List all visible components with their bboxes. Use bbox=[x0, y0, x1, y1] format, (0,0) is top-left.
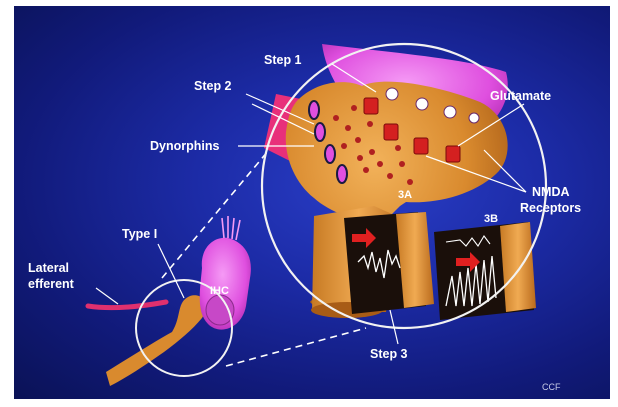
label-step2: Step 2 bbox=[194, 79, 232, 93]
zoom-line-lower bbox=[226, 328, 366, 366]
label-step3: Step 3 bbox=[370, 347, 408, 361]
label-step1: Step 1 bbox=[264, 53, 302, 67]
credit-mark: CCF bbox=[542, 382, 561, 392]
overview-inset bbox=[88, 216, 251, 386]
label-3a: 3A bbox=[398, 189, 412, 201]
label-ihc: IHC bbox=[210, 285, 229, 297]
cable-3a bbox=[344, 212, 434, 314]
synapse-diagram: Step 1 Step 2 Dynorphins Glutamate NMDA … bbox=[14, 6, 610, 399]
lateral-efferent-fiber bbox=[88, 302, 166, 308]
label-receptors: Receptors bbox=[520, 201, 581, 215]
label-3b: 3B bbox=[484, 213, 498, 225]
label-nmda: NMDA bbox=[532, 185, 570, 199]
label-dynorphins: Dynorphins bbox=[150, 139, 219, 153]
ihc-nucleus bbox=[206, 295, 234, 325]
label-type1: Type I bbox=[122, 227, 157, 241]
stereocilia bbox=[222, 216, 240, 240]
label-lateral: Lateral bbox=[28, 261, 69, 275]
cable-3b bbox=[434, 222, 536, 320]
label-efferent: efferent bbox=[28, 277, 75, 291]
magnified-synapse bbox=[262, 44, 546, 328]
diagram-panel: Step 1 Step 2 Dynorphins Glutamate NMDA … bbox=[14, 6, 610, 399]
label-glutamate: Glutamate bbox=[490, 89, 551, 103]
